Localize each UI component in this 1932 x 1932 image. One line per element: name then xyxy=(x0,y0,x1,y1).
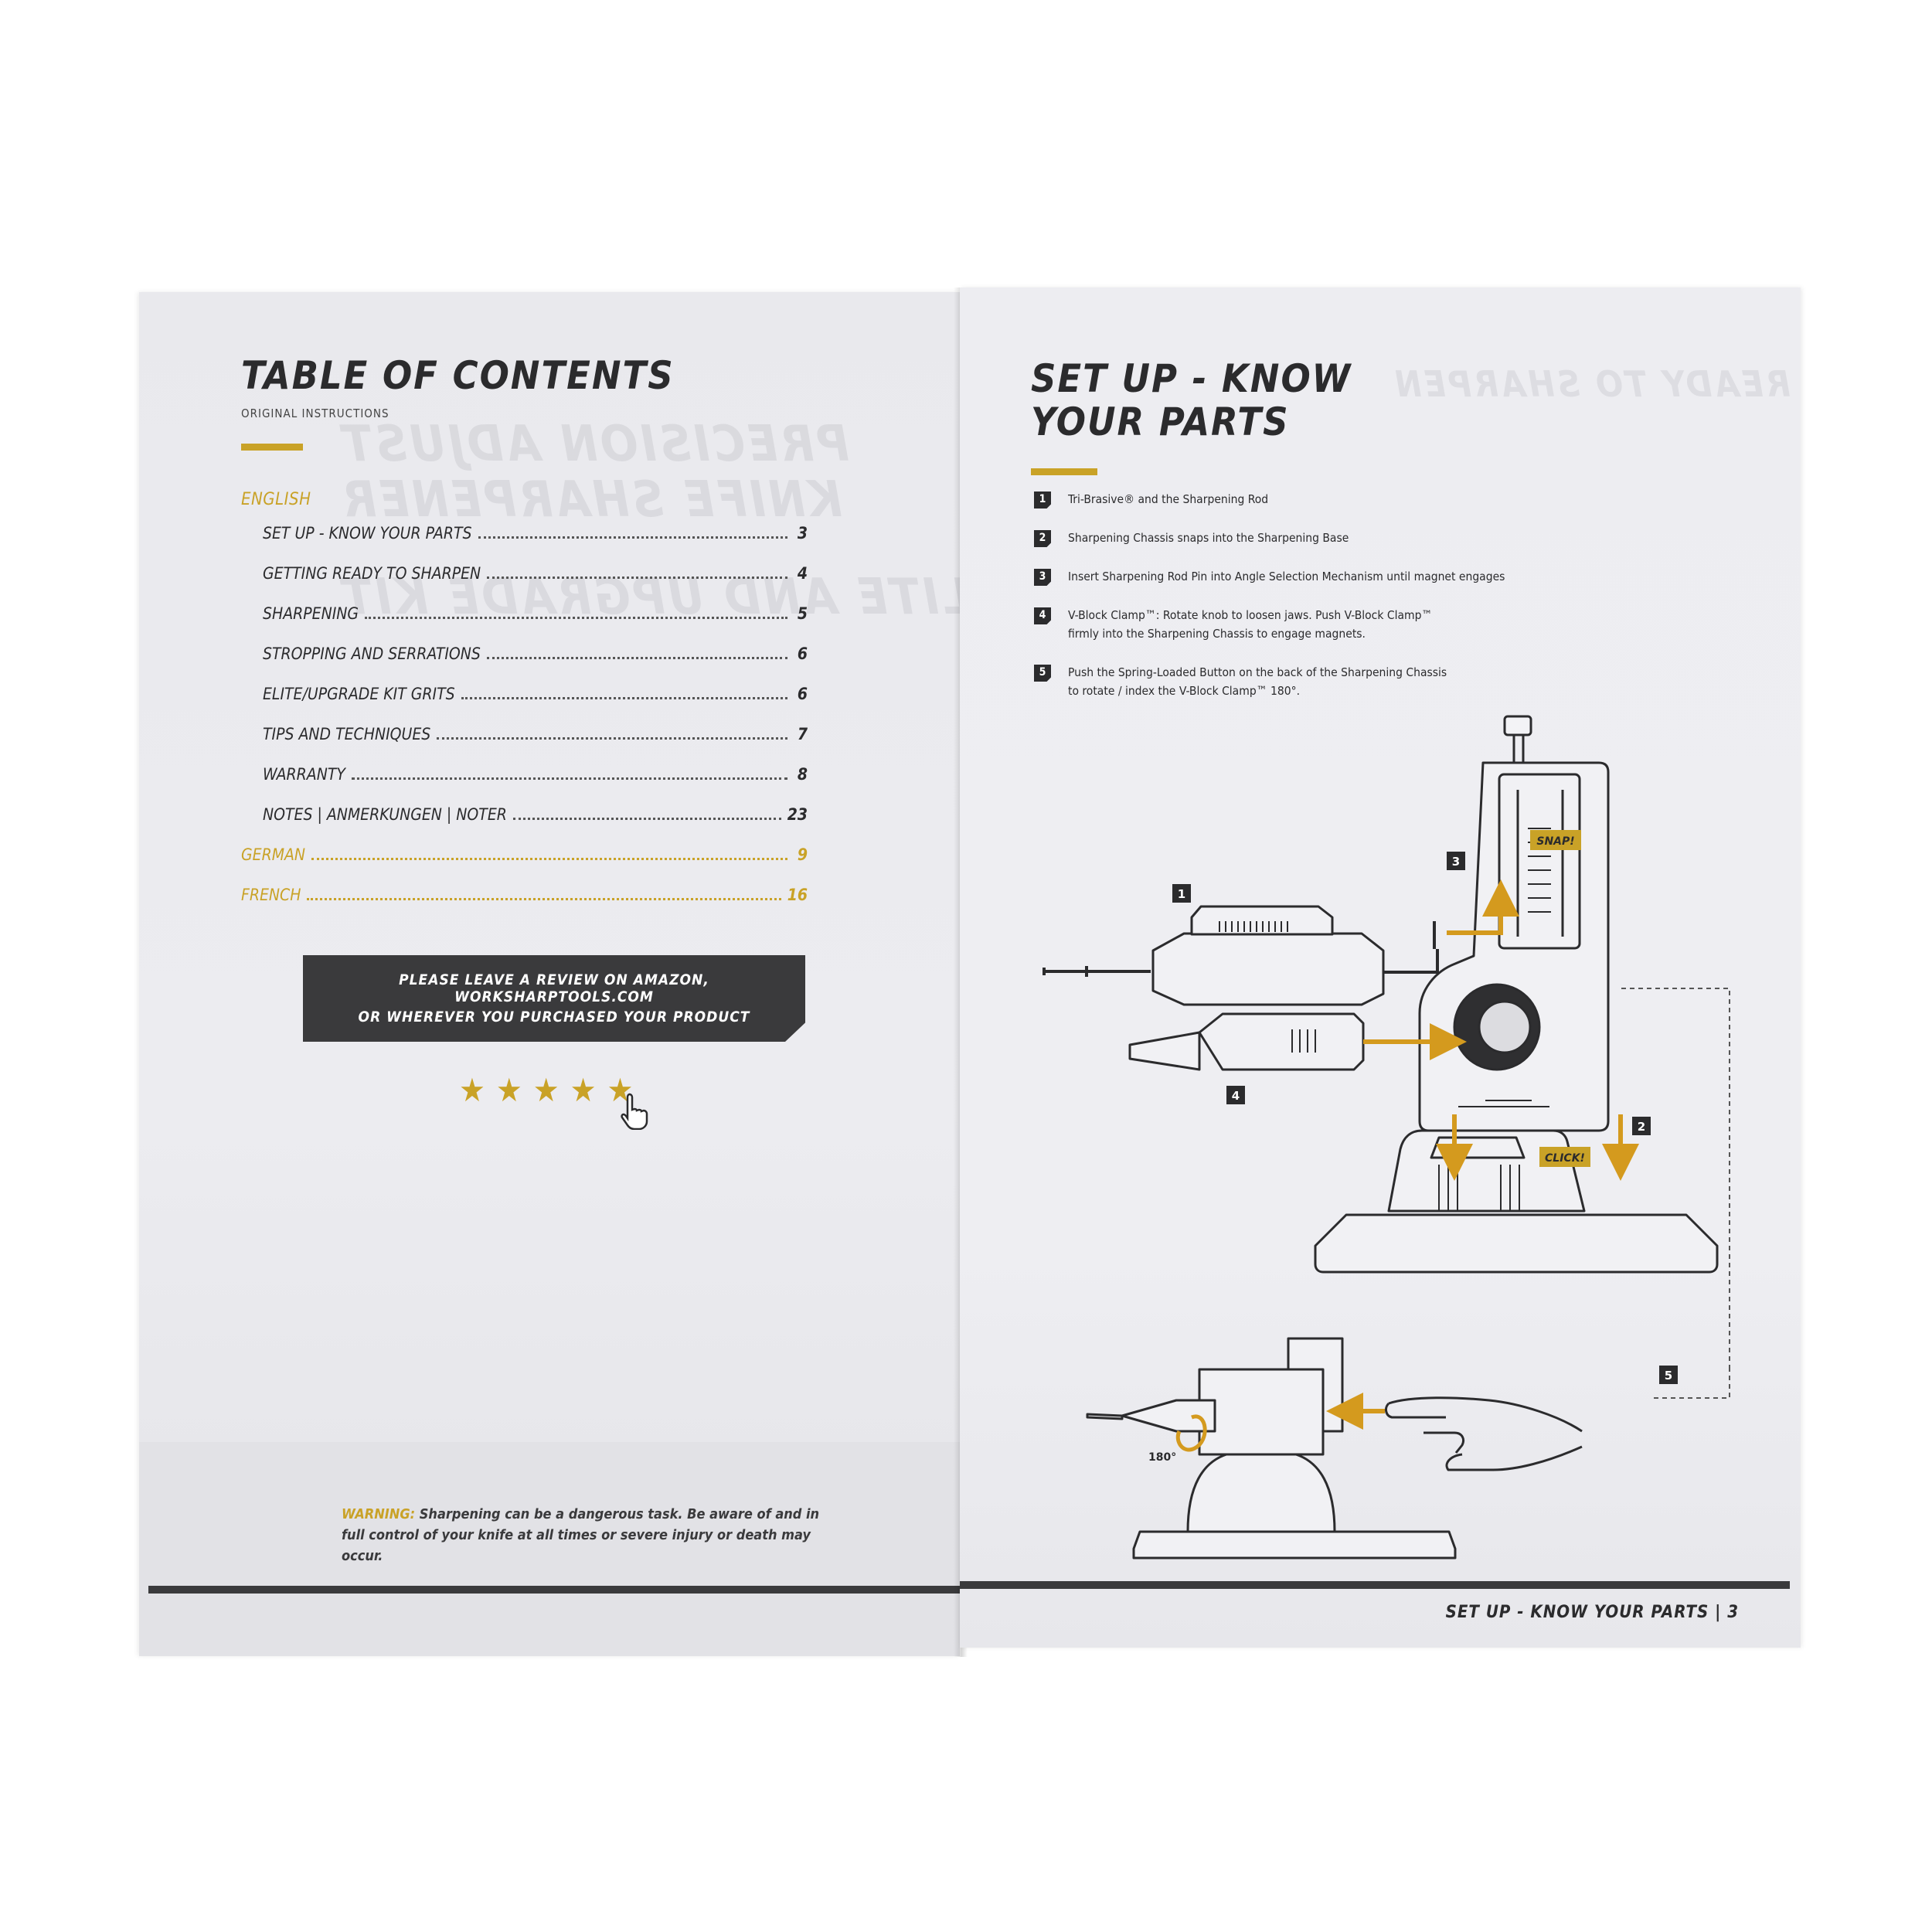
sharpening-chassis xyxy=(1418,715,1610,1132)
callout-5: 5 xyxy=(1659,1366,1678,1384)
right-page: GETTING READY TO SHARPEN SET UP - KNOW Y… xyxy=(960,287,1801,1648)
page-footer: SET UP - KNOW YOUR PARTS | 3 xyxy=(1445,1603,1739,1622)
number-badge: 2 xyxy=(1034,530,1051,547)
footer-rule xyxy=(148,1586,960,1594)
part-item: 2 Sharpening Chassis snaps into the Shar… xyxy=(1034,529,1349,547)
snap-label: SNAP! xyxy=(1530,830,1581,850)
hand-illustration xyxy=(1385,1396,1583,1471)
footer-rule xyxy=(960,1581,1790,1589)
accent-bar xyxy=(241,444,303,451)
rotate-degree-label: 180° xyxy=(1148,1451,1176,1464)
part-item: 3 Insert Sharpening Rod Pin into Angle S… xyxy=(1034,567,1505,586)
rotate-arrow xyxy=(1175,1414,1207,1452)
number-badge: 4 xyxy=(1034,607,1051,624)
review-banner: PLEASE LEAVE A REVIEW ON AMAZON, WORKSHA… xyxy=(303,955,805,1042)
rating-stars[interactable]: ★★★★★ xyxy=(459,1071,645,1109)
part-item: 1 Tri-Brasive® and the Sharpening Rod xyxy=(1034,490,1268,509)
warning-band xyxy=(139,1442,960,1656)
svg-text:1: 1 xyxy=(1178,887,1185,901)
svg-text:SNAP!: SNAP! xyxy=(1536,835,1574,848)
warning-text: WARNING: Sharpening can be a dangerous t… xyxy=(342,1506,820,1564)
show-through-ghost: KNIFE SHARPENER xyxy=(340,471,842,529)
callout-3: 3 xyxy=(1447,852,1465,870)
hand-pointer-icon xyxy=(621,1093,648,1130)
number-badge: 5 xyxy=(1034,665,1051,682)
left-page: PRECISION ADJUST KNIFE SHARPENER ELITE A… xyxy=(139,292,960,1656)
number-badge: 3 xyxy=(1034,569,1051,586)
callout-1: 1 xyxy=(1172,884,1191,903)
page-title: SET UP - KNOW YOUR PARTS xyxy=(1031,356,1352,444)
tri-brasive-and-rod xyxy=(1043,905,1439,1006)
review-line-1: PLEASE LEAVE A REVIEW ON AMAZON, WORKSHA… xyxy=(399,971,709,1005)
sharpening-base xyxy=(1314,1129,1719,1274)
svg-text:5: 5 xyxy=(1665,1369,1672,1383)
accent-bar xyxy=(1031,468,1097,475)
v-block-clamp xyxy=(1128,1012,1365,1071)
callout-2: 2 xyxy=(1632,1117,1651,1135)
page-title: TABLE OF CONTENTS xyxy=(241,353,675,398)
leader-line xyxy=(1621,988,1730,1399)
svg-text:CLICK!: CLICK! xyxy=(1545,1152,1585,1165)
part-item: 4 V-Block Clamp™: Rotate knob to loosen … xyxy=(1034,606,1432,643)
callout-4: 4 xyxy=(1226,1086,1245,1104)
svg-text:4: 4 xyxy=(1232,1089,1240,1103)
rotate-assembly xyxy=(1086,1337,1457,1560)
svg-text:3: 3 xyxy=(1452,855,1460,869)
toc-section-english: ENGLISH xyxy=(241,490,311,509)
click-label: CLICK! xyxy=(1539,1147,1590,1167)
review-line-2: OR WHEREVER YOU PURCHASED YOUR PRODUCT xyxy=(358,1009,750,1026)
show-through-ghost: PRECISION ADJUST xyxy=(340,416,849,473)
parts-diagram: SNAP! CLICK! 180° 1 3 4 2 5 xyxy=(1043,715,1730,1560)
page-subtitle: ORIGINAL INSTRUCTIONS xyxy=(241,406,389,420)
part-item: 5 Push the Spring-Loaded Button on the b… xyxy=(1034,663,1447,700)
svg-text:2: 2 xyxy=(1638,1120,1645,1134)
number-badge: 1 xyxy=(1034,492,1051,509)
